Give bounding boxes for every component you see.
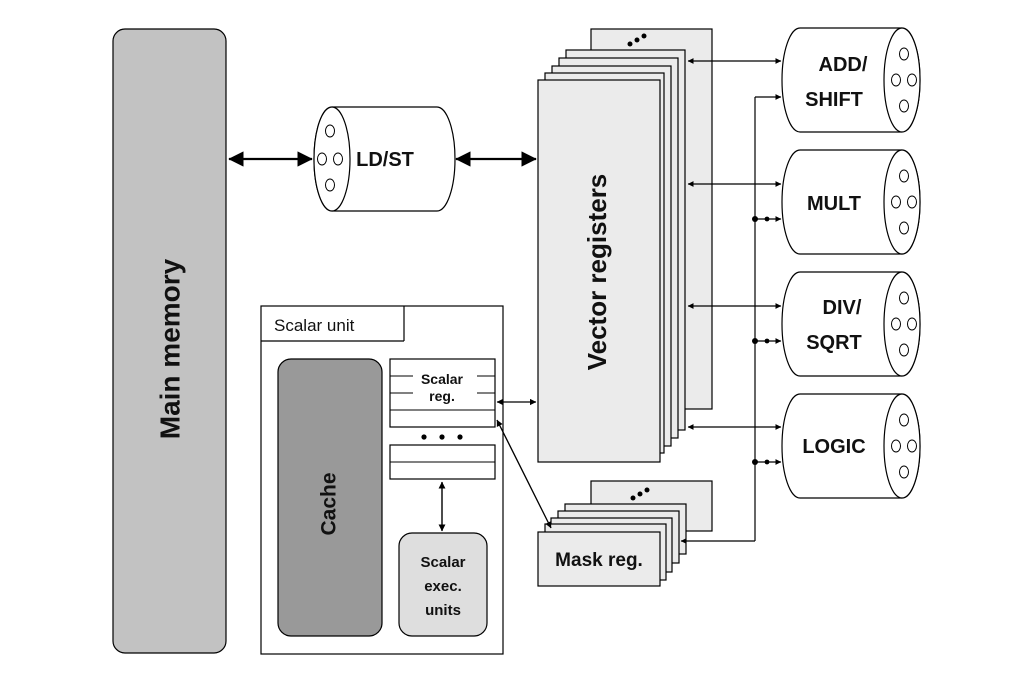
mult-label: MULT: [807, 193, 861, 215]
ldst-label: LD/ST: [356, 149, 414, 171]
mask-register-ellipsis: [630, 487, 650, 501]
scalar-exec-label-line3: units: [425, 602, 461, 619]
main-memory-block: Main memory: [112, 28, 227, 654]
vector-unit-links: [687, 58, 782, 430]
add-shift-label-line1: ADD/: [819, 54, 868, 76]
bus-junction-dots: [752, 216, 770, 465]
vector-registers-stack: Vector registers: [537, 28, 713, 463]
logic-label: LOGIC: [802, 436, 865, 458]
scalar-exec-label-line1: Scalar: [420, 554, 465, 571]
scalar-registers: Scalar reg.: [389, 358, 496, 480]
logic-unit: LOGIC: [781, 393, 921, 499]
mask-register-stack: Mask reg.: [537, 480, 713, 587]
div-sqrt-unit: DIV/ SQRT: [781, 271, 921, 377]
scalar-reg-label-line2: reg.: [429, 388, 455, 404]
mult-unit: MULT: [781, 149, 921, 255]
div-sqrt-label-line1: DIV/: [823, 297, 862, 319]
scalar-exec-units-block: Scalar exec. units: [398, 532, 488, 637]
ldst-unit: LD/ST: [313, 106, 456, 212]
main-memory-label: Main memory: [154, 258, 185, 439]
add-shift-unit: ADD/ SHIFT: [781, 27, 921, 133]
scalar-exec-label-line2: exec.: [424, 578, 462, 595]
vector-registers-label: Vector registers: [582, 174, 612, 371]
add-shift-label-line2: SHIFT: [805, 89, 863, 111]
div-sqrt-label-line2: SQRT: [806, 332, 862, 354]
vector-registers-ellipsis: [627, 33, 647, 47]
scalar-mask-link: [496, 419, 552, 529]
mask-reg-label: Mask reg.: [555, 550, 643, 571]
scalar-registers-ellipsis: [421, 434, 463, 440]
cache-block: Cache: [277, 358, 383, 637]
cache-label: Cache: [318, 472, 341, 535]
scalar-unit-title: Scalar unit: [274, 316, 355, 335]
scalar-unit-box: Scalar unit Cache Scalar reg. S: [260, 305, 504, 655]
scalar-reg-label-line1: Scalar: [421, 371, 464, 387]
